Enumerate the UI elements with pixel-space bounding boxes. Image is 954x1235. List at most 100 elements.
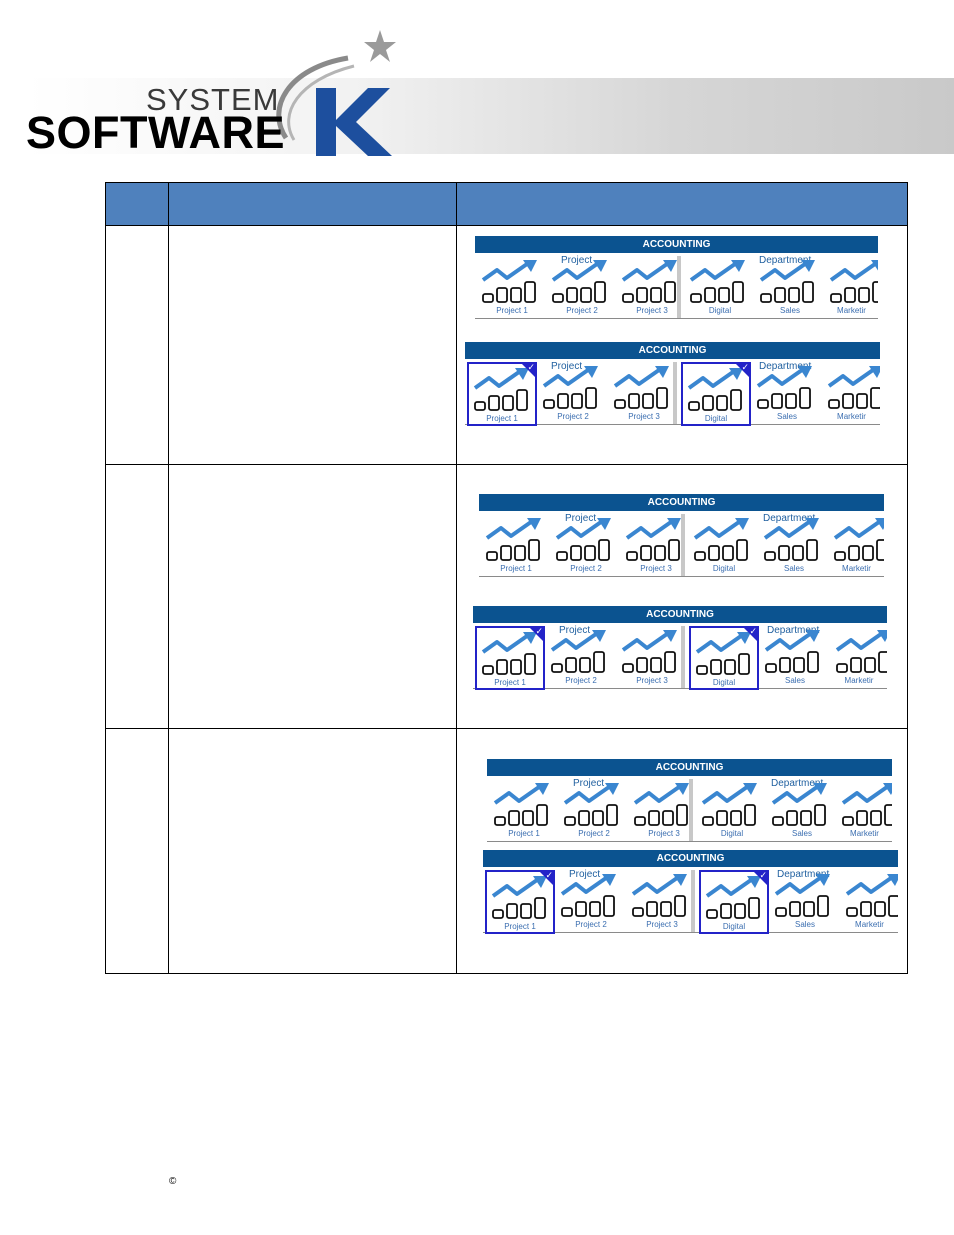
- ribbon-item-digital[interactable]: Digital✓: [699, 870, 769, 934]
- ribbon-item-marketir[interactable]: Marketir: [837, 779, 892, 843]
- ribbon-item-label: Marketir: [842, 564, 871, 573]
- chart-graph-icon: [621, 630, 677, 673]
- ribbon-item-label: Sales: [776, 412, 797, 421]
- group-divider: [689, 779, 693, 841]
- ribbon-item-label: Project 1: [494, 678, 526, 687]
- ribbon-item-label: Project 3: [628, 412, 660, 421]
- copyright-symbol: ©: [169, 1176, 177, 1187]
- ribbon-item-project-2[interactable]: Project 2: [556, 870, 626, 934]
- chart-graph-icon: [841, 783, 892, 826]
- ribbon-item-digital[interactable]: Digital✓: [689, 626, 759, 690]
- ribbon-item-project-1[interactable]: Project 1: [481, 514, 551, 578]
- ribbon-item-project-3[interactable]: Project 3: [617, 626, 687, 690]
- ribbon-title-bar: ACCOUNTING: [475, 236, 878, 253]
- chart-graph-icon: [625, 518, 681, 561]
- group-label-department: Department: [763, 513, 816, 524]
- ribbon-item-project-3[interactable]: Project 3: [629, 779, 699, 843]
- ribbon-item-project-3[interactable]: Project 3: [609, 362, 679, 426]
- ribbon-item-label: Project 2: [578, 829, 610, 838]
- chart-graph-icon: [493, 783, 549, 826]
- ribbon-item-sales[interactable]: Sales: [760, 626, 830, 690]
- chart-graph-icon: [845, 874, 898, 917]
- ribbon-item-label: Project 2: [557, 412, 589, 421]
- ribbon-item-marketir[interactable]: Marketir: [829, 514, 884, 578]
- ribbon-item-label: Project 3: [646, 920, 678, 929]
- checkmark-icon: ✓: [527, 362, 535, 372]
- header-banner: [27, 78, 954, 154]
- ribbon-item-digital[interactable]: Digital: [697, 779, 767, 843]
- ribbon-item-label: Marketir: [844, 676, 874, 685]
- ribbon-title-bar: ACCOUNTING: [479, 494, 884, 511]
- ribbon-item-sales[interactable]: Sales: [759, 514, 829, 578]
- ribbon-item-project-3[interactable]: Project 3: [617, 256, 687, 320]
- ribbon-item-label: Digital: [722, 922, 746, 931]
- chart-graph-icon: [621, 260, 677, 303]
- table-header-screenshot: [456, 182, 908, 226]
- ribbon-item-label: Sales: [783, 564, 804, 573]
- ribbon-item-marketir[interactable]: Marketir: [841, 870, 898, 934]
- ribbon-item-sales[interactable]: Sales: [755, 256, 825, 320]
- ribbon-item-project-3[interactable]: Project 3: [627, 870, 697, 934]
- ribbon-item-sales[interactable]: Sales: [767, 779, 837, 843]
- chart-graph-icon: [551, 260, 607, 303]
- chart-graph-icon: [481, 260, 537, 303]
- ribbon-item-digital[interactable]: Digital✓: [681, 362, 751, 426]
- ribbon-item-label: Sales: [791, 829, 812, 838]
- ribbon-item-project-1[interactable]: Project 1 ✓: [467, 362, 537, 426]
- group-divider: [691, 870, 695, 932]
- ribbon-item-digital[interactable]: Digital: [689, 514, 759, 578]
- table-header-action: [168, 182, 457, 226]
- chart-graph-icon: [491, 876, 547, 919]
- ribbon-item-project-1[interactable]: Project 1✓: [475, 626, 545, 690]
- ribbon-item-project-3[interactable]: Project 3: [621, 514, 691, 578]
- ribbon-item-project-1[interactable]: Project 1: [489, 779, 559, 843]
- ribbon-item-sales[interactable]: Sales: [752, 362, 822, 426]
- chart-graph-icon: [631, 874, 687, 917]
- ribbon-item-label: Sales: [779, 306, 800, 315]
- group-label-project: Project: [569, 869, 601, 880]
- chart-graph-icon: [550, 630, 606, 673]
- ribbon-item-label: Project 2: [566, 306, 598, 315]
- logo-k-star-icon: [276, 30, 396, 156]
- ribbon-item-label: Project 3: [636, 676, 668, 685]
- ribbon-item-label: Sales: [784, 676, 805, 685]
- ribbon-item-sales[interactable]: Sales: [770, 870, 840, 934]
- ribbon-item-project-1[interactable]: Project 1: [477, 256, 547, 320]
- chart-graph-icon: [555, 518, 611, 561]
- ribbon-item-marketir[interactable]: Marketir: [825, 256, 878, 320]
- ribbon-item-label: Digital: [704, 414, 728, 423]
- action-cell: [168, 464, 457, 729]
- ribbon-screenshot: ACCOUNTING Project Department Project 1 Proj…: [475, 236, 878, 326]
- chart-graph-icon: [756, 366, 812, 409]
- action-cell: [168, 728, 457, 974]
- selected-corner-icon: [742, 626, 759, 643]
- group-label-project: Project: [559, 625, 591, 636]
- ribbon-item-project-2[interactable]: Project 2: [546, 626, 616, 690]
- group-label-department: Department: [759, 255, 812, 266]
- ribbon-item-project-2[interactable]: Project 2: [538, 362, 608, 426]
- ribbon-item-marketir[interactable]: Marketir: [823, 362, 880, 426]
- selected-corner-icon: [520, 362, 537, 379]
- chart-graph-icon: [774, 874, 830, 917]
- ribbon-item-digital[interactable]: Digital: [685, 256, 755, 320]
- selected-corner-icon: [528, 626, 545, 643]
- group-label-project: Project: [561, 255, 593, 266]
- ribbon-item-label: Project 1: [486, 414, 518, 423]
- ribbon-item-project-2[interactable]: Project 2: [551, 514, 621, 578]
- ribbon-item-project-1[interactable]: Project 1✓: [485, 870, 555, 934]
- ribbon-item-marketir[interactable]: Marketir: [831, 626, 887, 690]
- ribbon-item-label: Marketir: [850, 829, 879, 838]
- group-label-project: Project: [573, 778, 605, 789]
- ribbon-baseline: [483, 932, 898, 933]
- ribbon-item-project-2[interactable]: Project 2: [559, 779, 629, 843]
- ribbon-item-project-2[interactable]: Project 2: [547, 256, 617, 320]
